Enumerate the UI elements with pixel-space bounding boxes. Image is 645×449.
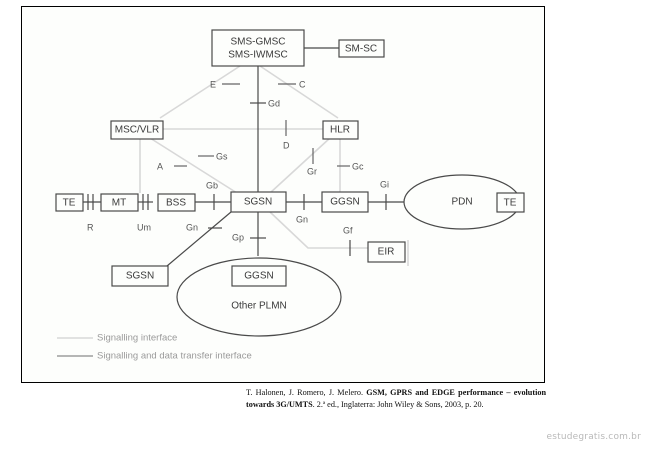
label-Gb: Gb — [206, 180, 218, 190]
signaling-lines — [139, 65, 409, 266]
legend-signaling-label: Signalling interface — [97, 333, 177, 344]
label-Gs: Gs — [216, 151, 228, 161]
label-C: C — [299, 79, 306, 89]
link-C — [259, 65, 339, 119]
node-mt-label: MT — [112, 198, 126, 209]
node-sm-sc-label: SM-SC — [345, 44, 377, 55]
node-sgsn-other-label: SGSN — [126, 271, 154, 282]
figure-citation: T. Halonen, J. Romero, J. Melero. GSM, G… — [246, 387, 546, 411]
label-Gf: Gf — [343, 225, 353, 235]
node-sgsn-other — [111, 265, 169, 287]
data-lines — [83, 47, 404, 267]
interface-labels: E C Gd D Gs A Gr Gc Gb Gi R Um Gn Gn Gp … — [87, 79, 389, 242]
node-sm-sc — [338, 39, 385, 58]
node-bss — [157, 193, 196, 212]
legend-data-label: Signalling and data transfer interface — [97, 351, 252, 362]
label-Um: Um — [137, 222, 151, 232]
label-Gr: Gr — [307, 166, 317, 176]
label-Gn-left: Gn — [186, 222, 198, 232]
node-sms-gmsc — [211, 29, 305, 67]
link-Gs — [149, 137, 238, 194]
node-ggsn — [321, 191, 369, 213]
label-D: D — [283, 140, 290, 150]
label-Gn-right: Gn — [296, 214, 308, 224]
other-plmn-cloud — [176, 257, 342, 337]
label-R: R — [87, 222, 94, 232]
link-Gn-sgsn-other — [166, 211, 232, 267]
node-te-left — [55, 193, 84, 212]
node-ggsn-other — [231, 265, 287, 287]
watermark: estudegratis.com.br — [546, 432, 641, 442]
legend: Signalling interface Signalling and data… — [57, 333, 252, 362]
node-pdn-label: PDN — [451, 197, 472, 208]
node-hlr-label: HLR — [330, 125, 350, 136]
node-te-right — [496, 192, 525, 213]
node-sms-gmsc-label-2: SMS-IWMSC — [228, 50, 287, 61]
link-Gr — [269, 137, 331, 194]
node-mt — [100, 193, 139, 212]
citation-authors: T. Halonen, J. Romero, J. Melero. — [246, 388, 363, 397]
link-Gf — [269, 211, 368, 249]
node-eir — [367, 241, 406, 263]
node-eir-label: EIR — [378, 247, 395, 258]
node-sgsn — [230, 191, 287, 213]
interface-ticks — [87, 83, 387, 256]
node-sms-gmsc-label-1: SMS-GMSC — [231, 37, 286, 48]
node-ggsn-label: GGSN — [330, 197, 359, 208]
label-Gi: Gi — [380, 179, 389, 189]
node-ggsn-other-label: GGSN — [244, 271, 273, 282]
link-E — [159, 65, 241, 119]
nodes: SMS-GMSC SMS-IWMSC SM-SC MSC/VLR HLR TE … — [55, 29, 525, 312]
label-A: A — [157, 161, 163, 171]
label-E: E — [210, 79, 216, 89]
node-te-left-label: TE — [63, 198, 76, 209]
node-hlr — [322, 120, 359, 140]
citation-title: GSM, GPRS and EDGE performance – evoluti… — [246, 388, 547, 409]
label-Gc: Gc — [352, 161, 364, 171]
node-msc-vlr — [110, 120, 164, 140]
node-other-plmn-label: Other PLMN — [231, 301, 287, 312]
label-Gp: Gp — [232, 232, 244, 242]
node-msc-vlr-label: MSC/VLR — [115, 125, 159, 136]
node-bss-label: BSS — [166, 198, 186, 209]
label-Gd: Gd — [268, 98, 280, 108]
node-te-right-label: TE — [504, 198, 517, 209]
citation-rest: . 2.ª ed., Inglaterra: John Wiley & Sons… — [312, 400, 484, 409]
node-sgsn-label: SGSN — [244, 197, 272, 208]
